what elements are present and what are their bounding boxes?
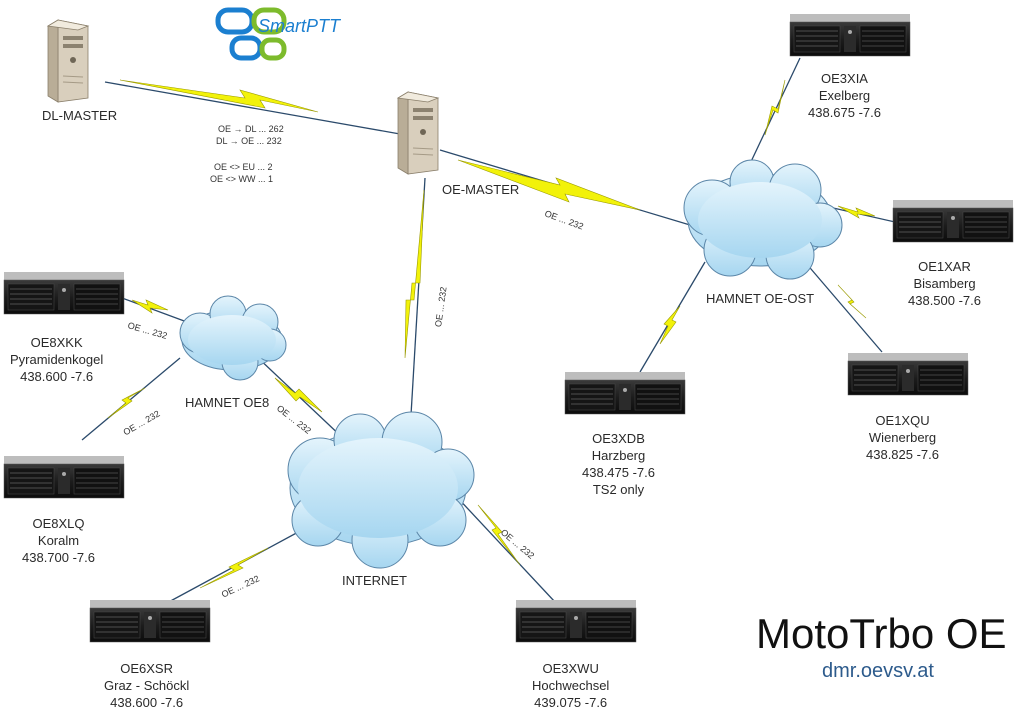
page-title: MotoTrbo OE xyxy=(756,610,1007,657)
oe1xqu-site: Wienerberg xyxy=(868,430,937,445)
oe3xia-call: OE3XIA xyxy=(821,71,868,86)
repeater-oe8xlq: OE8XLQ Koralm 438.700 -7.6 xyxy=(22,515,95,566)
bolt-oe3xdb xyxy=(659,305,681,345)
line-ost-oe1xqu xyxy=(804,261,883,353)
repeater-oe8xkk: OE8XKK Pyramidenkogel 438.600 -7.6 xyxy=(10,334,103,385)
repeater-oe3xdb-icon xyxy=(564,371,686,415)
cloud-internet-label: INTERNET xyxy=(342,573,407,588)
oe6xsr-freq: 438.600 -7.6 xyxy=(110,695,184,710)
oe-master-server-icon xyxy=(397,91,439,175)
repeater-oe1xqu-icon xyxy=(847,352,969,396)
oe1xar-freq: 438.500 -7.6 xyxy=(908,293,982,308)
oe8xkk-call: OE8XKK xyxy=(30,335,83,350)
oe8xlq-freq: 438.700 -7.6 xyxy=(22,550,96,565)
oe1xar-call: OE1XAR xyxy=(918,259,971,274)
repeater-oe8xkk-icon xyxy=(3,271,125,315)
repeater-oe1xar-icon xyxy=(892,199,1014,243)
cloud-ost-label: HAMNET OE-OST xyxy=(706,291,815,306)
repeater-oe6xsr-icon xyxy=(89,599,211,643)
oe3xwu-site: Hochwechsel xyxy=(532,678,610,693)
line-oe8-oe8xlq xyxy=(81,357,181,441)
oe8xlq-site: Koralm xyxy=(37,533,80,548)
bolt-dl-oe xyxy=(119,79,319,113)
oe8xkk-site: Pyramidenkogel xyxy=(10,352,104,367)
repeater-oe1xar: OE1XAR Bisamberg 438.500 -7.6 xyxy=(908,258,981,309)
stat-oe-dl: OE → DL ... 262 xyxy=(218,124,284,134)
dl-master-server-icon xyxy=(47,19,89,103)
oe3xwu-call: OE3XWU xyxy=(542,661,599,676)
oe6xsr-call: OE6XSR xyxy=(120,661,173,676)
dl-master-label: DL-MASTER xyxy=(42,108,118,123)
repeater-oe8xlq-icon xyxy=(3,455,125,499)
oe1xar-site: Bisamberg xyxy=(913,276,976,291)
repeater-oe1xqu: OE1XQU Wienerberg 438.825 -7.6 xyxy=(866,412,939,463)
stat-dl-oe: DL → OE ... 232 xyxy=(216,136,282,146)
repeater-oe3xia-icon xyxy=(789,13,911,57)
line-oe8-oe8xkk xyxy=(121,297,196,326)
bolt-oe8xlq xyxy=(107,387,146,419)
bolt-oe3xwu xyxy=(477,504,521,566)
line-ost-oe3xia xyxy=(747,57,801,169)
oe8xkk-freq: 438.600 -7.6 xyxy=(20,369,94,384)
bolt-oe8xkk xyxy=(131,299,169,314)
oe3xia-freq: 438.675 -7.6 xyxy=(808,105,882,120)
site-url[interactable]: dmr.oevsv.at xyxy=(822,660,934,682)
line-internet-oe3xwu xyxy=(454,494,556,603)
bolt-oe3xia xyxy=(764,79,786,136)
radio-links xyxy=(107,79,876,589)
cloud-oe8-label: HAMNET OE8 xyxy=(185,395,270,410)
oe-master-label: OE-MASTER xyxy=(442,182,520,197)
oe3xdb-freq: 438.475 -7.6 xyxy=(582,465,656,480)
line-oe8-internet xyxy=(254,354,346,441)
stat-oe-eu: OE <> EU ... 2 xyxy=(214,162,273,172)
logo-text: SmartPTT xyxy=(258,16,342,36)
oe3xia-site: Exelberg xyxy=(818,88,871,103)
repeater-oe3xdb: OE3XDB Harzberg 438.475 -7.6 TS2 only xyxy=(582,430,655,498)
oe6xsr-site: Graz - Schöckl xyxy=(104,678,190,693)
oe8xlq-call: OE8XLQ xyxy=(32,516,85,531)
bolt-oe1xqu xyxy=(837,284,867,319)
bolt-oe-ost xyxy=(457,159,641,211)
oe3xdb-call: OE3XDB xyxy=(592,431,645,446)
repeater-oe3xia: OE3XIA Exelberg 438.675 -7.6 xyxy=(808,70,881,121)
bolt-oe1xar xyxy=(837,205,876,219)
oe1xqu-freq: 438.825 -7.6 xyxy=(866,447,940,462)
bolt-oe-internet xyxy=(404,189,425,359)
repeater-oe6xsr: OE6XSR Graz - Schöckl 438.600 -7.6 xyxy=(104,660,189,711)
oe3xdb-site: Harzberg xyxy=(591,448,646,463)
line-dl-oe xyxy=(104,81,401,135)
repeater-oe3xwu-icon xyxy=(515,599,637,643)
bolt-oe6xsr xyxy=(199,547,269,589)
repeater-oe3xwu: OE3XWU Hochwechsel 439.075 -7.6 xyxy=(532,660,609,711)
smartptt-logo: SmartPTT xyxy=(215,7,342,61)
stat-oe-ww: OE <> WW ... 1 xyxy=(210,174,274,184)
oe3xwu-freq: 439.075 -7.6 xyxy=(534,695,608,710)
oe1xqu-call: OE1XQU xyxy=(875,413,930,428)
bolt-oe8-internet xyxy=(274,377,323,413)
oe3xdb-note: TS2 only xyxy=(592,482,645,497)
